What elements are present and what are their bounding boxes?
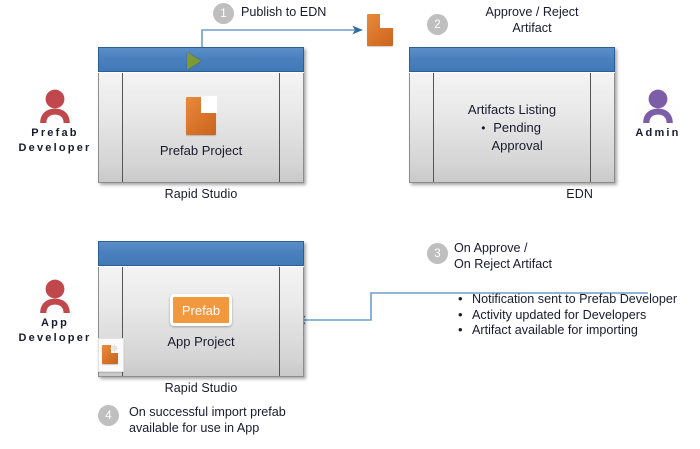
window-body: Artifacts Listing • Pending Approval: [409, 73, 615, 183]
artifact-burst-icon: [200, 93, 217, 114]
step-badge-2: 2: [427, 14, 448, 35]
step-badge-1: 1: [213, 3, 234, 24]
prefab-badge[interactable]: Prefab: [170, 294, 232, 326]
window-caption-rapid-studio-bottom: Rapid Studio: [164, 381, 238, 395]
window-content-label: App Project: [167, 334, 235, 349]
window-right-pane: [590, 73, 614, 182]
window-center-pane: Prefab App Project: [123, 267, 279, 376]
actor-label-line1: Admin: [635, 127, 681, 139]
step-badge-3: 3: [427, 243, 448, 264]
window-app-rapid-studio[interactable]: Prefab App Project: [98, 241, 304, 377]
person-icon: [40, 279, 70, 313]
window-caption-edn: EDN: [566, 187, 593, 201]
window-title-bar: [409, 47, 615, 72]
mini-artifact-document-icon: [102, 343, 119, 364]
window-edn[interactable]: Artifacts Listing • Pending Approval: [409, 47, 615, 183]
person-icon: [40, 89, 70, 123]
window-caption-rapid-studio-top: Rapid Studio: [164, 187, 238, 201]
window-prefab-rapid-studio[interactable]: Prefab Project: [98, 47, 304, 183]
window-title-bar: [98, 47, 304, 72]
window-right-pane: [279, 267, 303, 376]
actor-label-line2: Developer: [18, 332, 92, 344]
step-label-2-line2: Artifact: [512, 21, 552, 35]
edn-bullet-line2: Approval: [491, 137, 543, 153]
window-body: Prefab App Project: [98, 267, 304, 377]
list-item: Notification sent to Prefab Developer: [456, 291, 694, 308]
artifact-document-icon: [186, 96, 217, 135]
window-body: Prefab Project: [98, 73, 304, 183]
list-item: Artifact available for importing: [456, 322, 694, 339]
step-label-3-line1: On Approve /: [454, 241, 528, 255]
window-center-pane: Artifacts Listing • Pending Approval: [434, 73, 590, 182]
step-label-3-line2: On Reject Artifact: [454, 257, 552, 271]
edn-content-heading: Artifacts Listing: [467, 101, 557, 117]
artifact-burst-icon: [109, 343, 119, 354]
step-label-4-line2: available for use in App: [129, 421, 260, 435]
list-item: Activity updated for Developers: [456, 307, 694, 324]
window-center-pane: Prefab Project: [123, 73, 279, 182]
window-left-pane: [99, 73, 123, 182]
actor-admin: Admin: [622, 88, 694, 144]
window-left-pane: [410, 73, 434, 182]
connector-publish-to-edn: [201, 25, 363, 47]
artifact-burst-icon: [379, 11, 394, 29]
step-label-4-line1: On successful import prefab: [129, 405, 286, 419]
edn-bullet-line1: Pending: [493, 119, 541, 135]
actor-label-line2: Developer: [18, 142, 92, 154]
step-label-1: Publish to EDN: [241, 5, 327, 19]
actor-label-line1: Prefab: [31, 127, 79, 139]
window-content-label: Prefab Project: [159, 143, 243, 158]
window-title-bar: [98, 241, 304, 266]
person-icon: [643, 89, 673, 123]
play-triangle-icon[interactable]: [187, 52, 201, 70]
edn-bullet-dot: •: [481, 120, 486, 135]
step-badge-4: 4: [98, 405, 119, 426]
step3-outcome-list: Notification sent to Prefab Developer Ac…: [456, 291, 694, 339]
actor-prefab-developer: Prefab Developer: [14, 88, 96, 156]
artifact-imported-icon: [98, 338, 124, 372]
window-left-pane: [99, 267, 123, 376]
step-label-2-line1: Approve / Reject: [485, 5, 579, 19]
actor-app-developer: App Developer: [14, 278, 96, 346]
actor-label-line1: App: [41, 317, 69, 329]
artifact-published-icon: [367, 11, 394, 46]
window-right-pane: [279, 73, 303, 182]
